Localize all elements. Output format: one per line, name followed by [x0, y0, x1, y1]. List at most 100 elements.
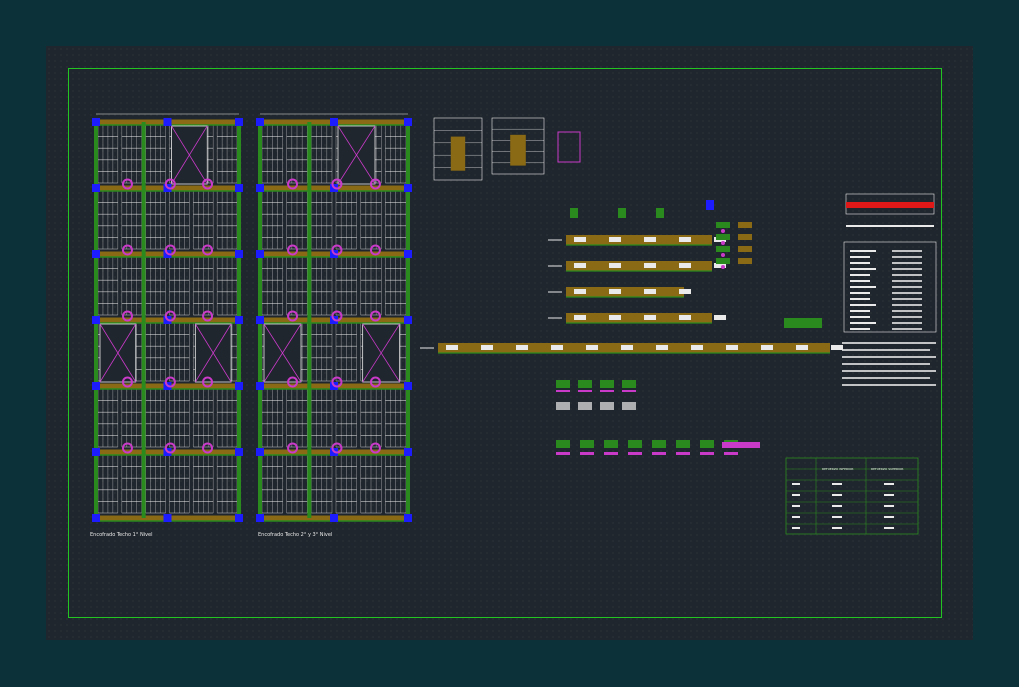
beam-elevation-1-label	[574, 237, 586, 242]
plan-1-column	[92, 250, 100, 258]
spec-text	[850, 298, 870, 300]
plan-2-column	[256, 448, 264, 456]
lintel-detail-bar	[652, 452, 666, 455]
section-detail	[578, 402, 592, 410]
section-detail-bar	[578, 390, 592, 392]
lintel-long	[722, 442, 760, 448]
plan-2-marker	[287, 178, 299, 190]
rebar-table-cell	[792, 483, 800, 485]
spec-text	[892, 268, 922, 270]
plan-2-marker	[331, 442, 343, 454]
beam-elevation-4	[566, 313, 712, 323]
sheet-border	[68, 68, 942, 618]
beam-elevation-2	[566, 261, 712, 271]
detail-a-fill	[450, 136, 466, 171]
beam-elevation-4-label	[679, 315, 691, 320]
beam-elevation-4-label	[574, 315, 586, 320]
beam-elevation-long-label	[446, 345, 458, 350]
plan-2-column	[256, 250, 264, 258]
spec-text	[892, 298, 922, 300]
plan-2-shaft-x	[362, 323, 401, 383]
column-section	[656, 208, 664, 218]
section-detail	[622, 380, 636, 388]
plan-2-marker	[287, 310, 299, 322]
plan-1-column	[92, 514, 100, 522]
beam-elevation-long-label	[586, 345, 598, 350]
spec-text	[892, 292, 922, 294]
spec-text	[892, 256, 922, 258]
spec-text	[892, 322, 922, 324]
section-detail-bar	[556, 390, 570, 392]
note-text	[842, 377, 930, 379]
plan-1-marker	[121, 244, 133, 256]
lintel-detail-bar	[556, 452, 570, 455]
beam-elevation-3	[566, 287, 684, 297]
plan-1-column	[92, 448, 100, 456]
lintel-detail	[676, 440, 690, 448]
spec-text	[892, 280, 922, 282]
beam-elevation-long-label	[691, 345, 703, 350]
lintel-detail	[580, 440, 594, 448]
spec-text	[850, 250, 876, 252]
plan-1-marker	[202, 178, 214, 190]
beam-elevation-long-label	[831, 345, 843, 350]
note-text	[842, 384, 936, 386]
beam-elevation-long-label	[621, 345, 633, 350]
stirrup-cluster	[716, 258, 730, 264]
plan-1-shaft-x	[171, 125, 208, 185]
plan-1-column	[235, 382, 243, 390]
note-text	[842, 356, 936, 358]
stirrup-cluster	[716, 246, 730, 252]
stirrup-cluster	[716, 234, 730, 240]
plan-caption-2: Encofrado Techo 2° y 3° Nivel	[258, 532, 333, 538]
plan-1-wall	[141, 122, 146, 518]
spec-text	[850, 292, 870, 294]
lintel-detail-bar	[604, 452, 618, 455]
plan-2-marker	[331, 310, 343, 322]
plan-2-marker	[369, 442, 381, 454]
lintel-detail-bar	[676, 452, 690, 455]
beam-elevation-long-label	[481, 345, 493, 350]
beam-elevation-2-label	[609, 263, 621, 268]
rebar-table-cell	[832, 494, 842, 496]
slab-section-red	[846, 202, 934, 208]
plan-1-column	[235, 118, 243, 126]
plan-1-marker	[121, 178, 133, 190]
plan-1-marker	[202, 376, 214, 388]
spec-text	[850, 256, 870, 258]
plan-2-column	[404, 118, 412, 126]
spec-text	[892, 262, 922, 264]
column-section	[570, 208, 578, 218]
spec-text	[892, 250, 922, 252]
beam-elevation-1-label	[679, 237, 691, 242]
spec-text	[892, 316, 922, 318]
plan-2-marker	[287, 442, 299, 454]
spec-text	[850, 328, 870, 330]
plan-2-column	[256, 118, 264, 126]
plan-caption-1: Encofrado Techo 1° Nivel	[90, 532, 153, 538]
plan-2-marker	[331, 178, 343, 190]
stirrup-cluster-dot	[721, 241, 725, 245]
table-header-superior: REFUERZO SUPERIOR	[871, 467, 904, 471]
plan-2-column	[256, 316, 264, 324]
lintel-detail	[700, 440, 714, 448]
column-section	[618, 208, 626, 218]
spec-text	[892, 286, 922, 288]
section-detail	[600, 380, 614, 388]
plan-2-column	[256, 382, 264, 390]
plan-1-marker	[121, 442, 133, 454]
section-detail	[556, 380, 570, 388]
plan-2-column	[404, 448, 412, 456]
beam-elevation-1-label	[609, 237, 621, 242]
spec-text	[850, 322, 876, 324]
section-detail	[578, 380, 592, 388]
plan-1-marker	[164, 178, 176, 190]
note-text	[842, 349, 930, 351]
rebar-table-cell	[884, 494, 894, 496]
rebar-table-cell	[832, 505, 842, 507]
rebar-table-cell	[832, 527, 842, 529]
plan-2-marker	[331, 376, 343, 388]
lintel-detail-bar	[700, 452, 714, 455]
beam-elevation-long-label	[726, 345, 738, 350]
spec-text	[850, 316, 870, 318]
